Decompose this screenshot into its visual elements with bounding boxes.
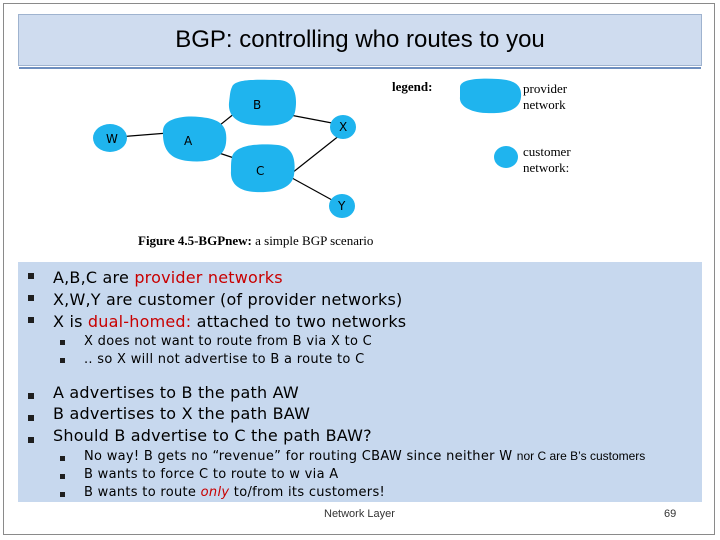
bullet-5: B advertises to X the path BAW: [53, 404, 311, 423]
node-y-cloud: [329, 194, 355, 218]
slide-frame: [3, 3, 715, 535]
node-w-cloud: [93, 124, 127, 152]
bullet-3-text-end: attached to two networks: [191, 312, 407, 331]
legend-provider-line2: network: [523, 97, 566, 112]
sub-bullet-square-icon: [60, 474, 65, 479]
footer-label: Network Layer: [324, 508, 395, 520]
sub-bullet-5-text: B wants to route: [84, 485, 201, 500]
sub-bullet-square-icon: [60, 340, 65, 345]
bullet-square-icon: [28, 317, 34, 323]
bullet-3: X is dual-homed: attached to two network…: [53, 312, 406, 331]
node-b-cloud: [228, 79, 297, 126]
node-w-label: W: [106, 132, 118, 146]
figure-caption-bold: Figure 4.5-BGPnew:: [138, 233, 252, 248]
bullet-6: Should B advertise to C the path BAW?: [53, 426, 372, 445]
bullet-1-highlight: provider networks: [134, 268, 283, 287]
sub-bullet-3-text: No way! B gets no “revenue” for routing …: [84, 449, 517, 464]
node-x-cloud: [330, 115, 356, 139]
legend-customer-swatch: [494, 146, 518, 168]
title-bar: BGP: controlling who routes to you: [18, 14, 702, 69]
node-x-label: X: [339, 120, 347, 134]
bullet-square-icon: [28, 415, 34, 421]
sub-bullet-4: B wants to force C to route to w via A: [84, 467, 339, 482]
node-c-cloud: [230, 144, 295, 193]
edge-b-x: [289, 114, 333, 124]
legend-provider-line1: provider: [523, 81, 568, 96]
bgp-figure: B A C W X Y legend: provider network cus…: [93, 78, 571, 248]
edge-c-x: [291, 134, 341, 174]
legend-provider-swatch: [459, 78, 522, 114]
bullet-square-icon: [28, 295, 34, 301]
sub-bullet-square-icon: [60, 456, 65, 461]
node-y-label: Y: [337, 199, 346, 213]
legend-customer-line1: customer: [523, 144, 571, 159]
bullet-3-text: X is: [53, 312, 88, 331]
sub-bullet-5: B wants to route only to/from its custom…: [84, 485, 385, 500]
node-b-label: B: [253, 98, 261, 112]
bullet-square-icon: [28, 437, 34, 443]
sub-bullet-2: .. so X will not advertise to B a route …: [84, 352, 365, 367]
sub-bullet-square-icon: [60, 358, 65, 363]
node-a-label: A: [184, 134, 193, 148]
content-box: A,B,C are provider networks X,W,Y are cu…: [18, 262, 702, 502]
edge-c-y: [291, 177, 333, 201]
sub-bullet-square-icon: [60, 492, 65, 497]
bullet-2: X,W,Y are customer (of provider networks…: [53, 290, 403, 309]
sub-bullet-1: X does not want to route from B via X to…: [84, 334, 373, 349]
bullet-4: A advertises to B the path AW: [53, 383, 299, 402]
figure-caption: Figure 4.5-BGPnew: a simple BGP scenario: [138, 233, 373, 248]
slide-title: BGP: controlling who routes to you: [175, 26, 545, 53]
sub-bullet-5-text-end: to/from its customers!: [229, 485, 386, 500]
figure-caption-rest: a simple BGP scenario: [252, 233, 374, 248]
sub-bullet-5-highlight: only: [200, 485, 230, 500]
bullet-square-icon: [28, 393, 34, 399]
legend-customer-line2: network:: [523, 160, 569, 175]
node-c-label: C: [256, 164, 264, 178]
bullet-square-icon: [28, 273, 34, 279]
bullet-1-text: A,B,C are: [53, 268, 135, 287]
legend-label: legend:: [392, 79, 432, 94]
bullet-3-highlight: dual-homed:: [87, 312, 192, 331]
page-number: 69: [664, 508, 677, 520]
node-a-cloud: [162, 116, 227, 162]
sub-bullet-3-small: nor C are B’s customers: [516, 449, 646, 463]
sub-bullet-3: No way! B gets no “revenue” for routing …: [84, 449, 645, 464]
bullet-1: A,B,C are provider networks: [53, 268, 283, 287]
